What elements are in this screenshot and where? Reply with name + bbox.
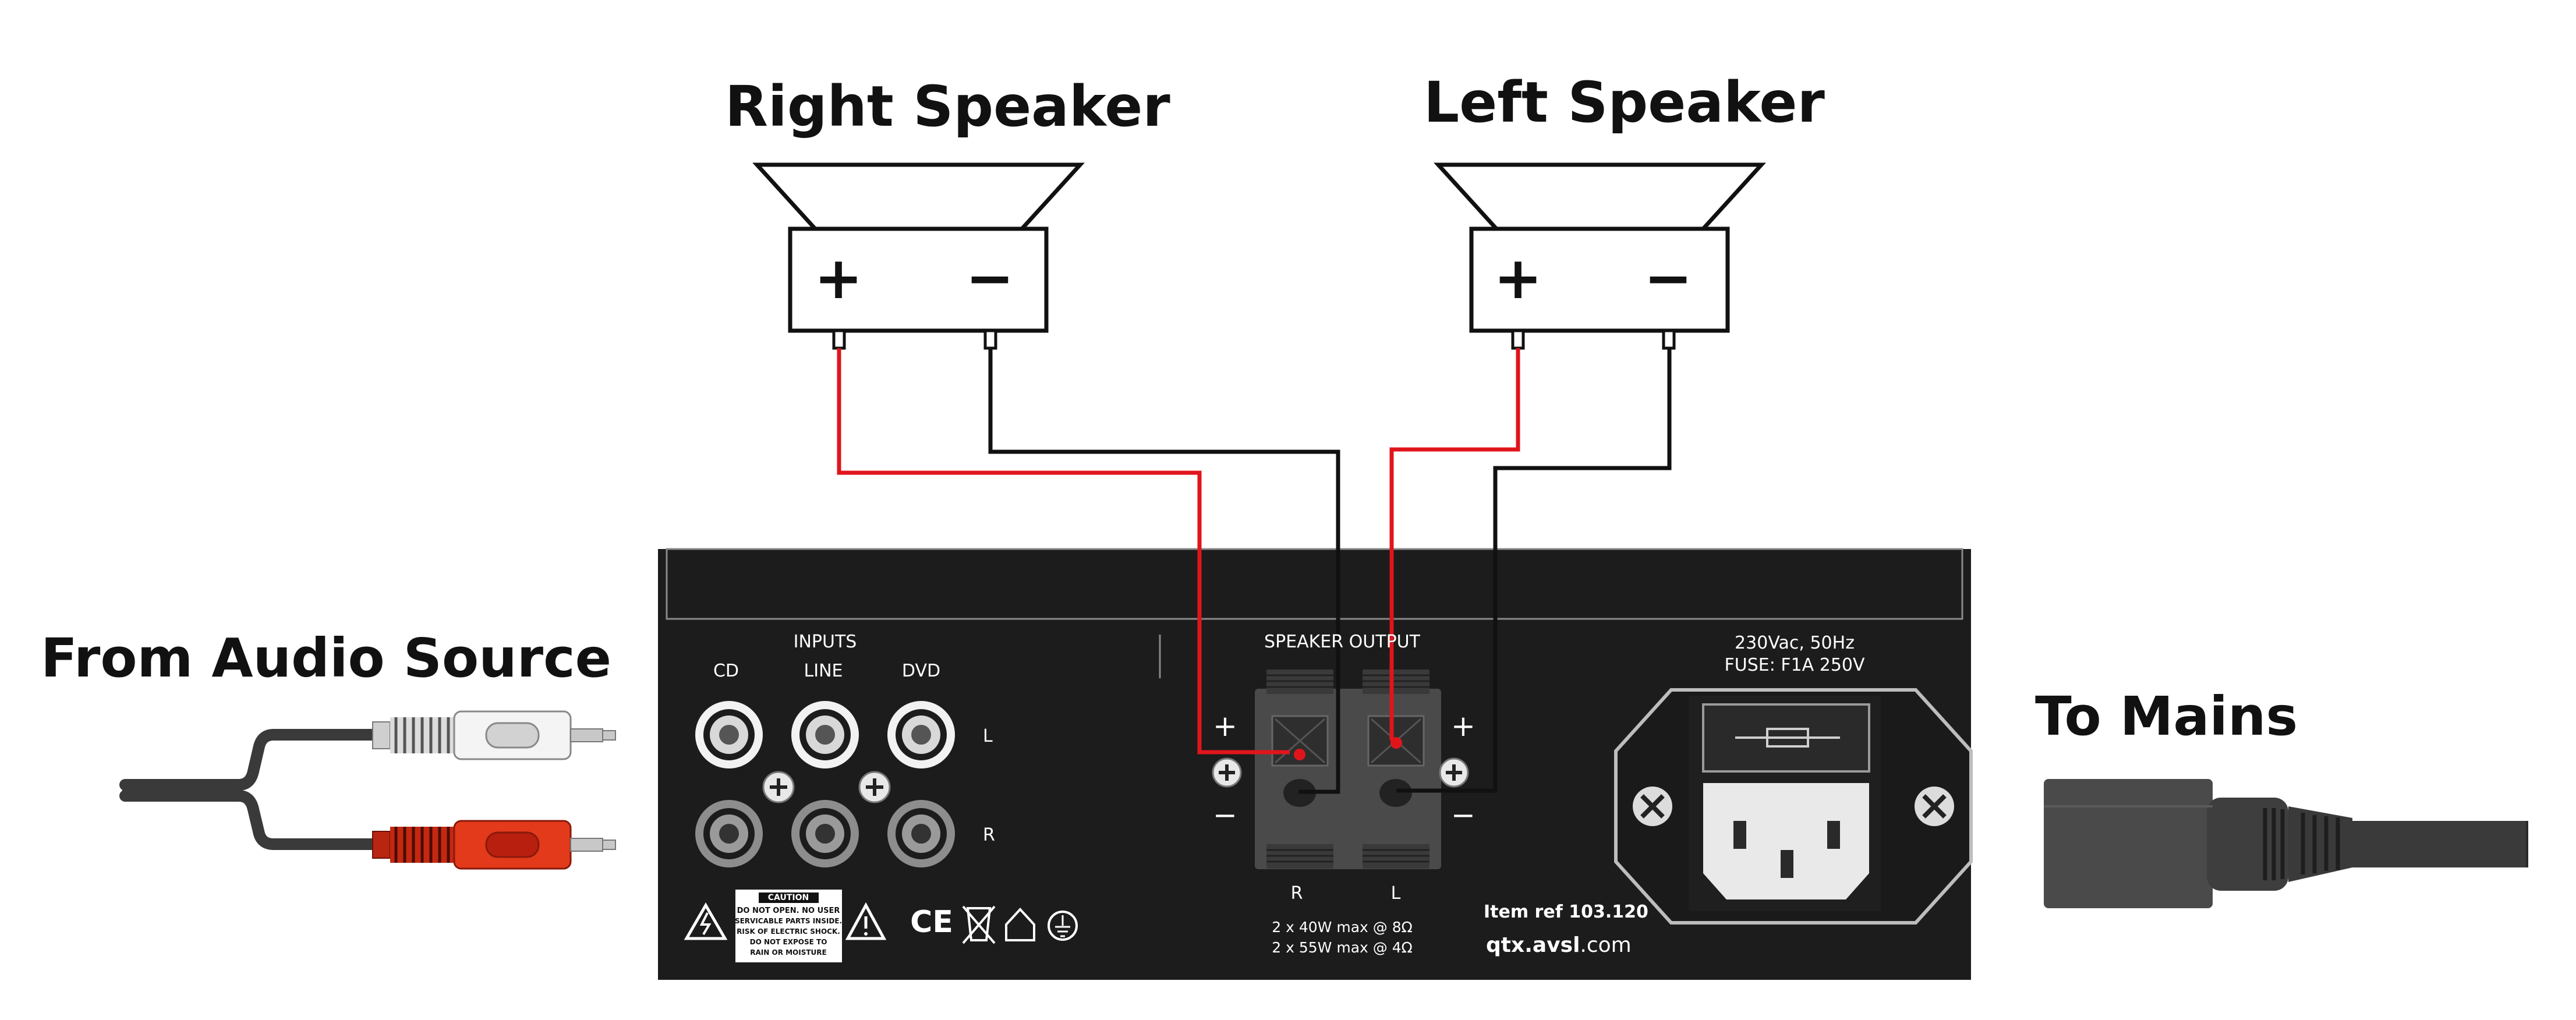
caution-line-2: SERVICABLE PARTS INSIDE.	[734, 917, 843, 925]
website: qtx.avsl.com	[1486, 935, 1632, 956]
caution-line-1: DO NOT OPEN. NO USER	[737, 906, 840, 915]
input-dvd-label: DVD	[901, 661, 941, 681]
inputs-title: INPUTS	[793, 632, 857, 652]
left-speaker-plus: +	[1494, 244, 1542, 312]
caution-label	[735, 890, 842, 962]
to-mains-label: To Mains	[2035, 685, 2298, 748]
speaker-output-title: SPEAKER OUTPUT	[1264, 632, 1420, 652]
left-speaker-minus: −	[1644, 244, 1693, 312]
right-speaker-label: Right Speaker	[725, 74, 1170, 139]
speaker-wires	[837, 348, 1672, 794]
from-audio-source-label: From Audio Source	[41, 627, 612, 689]
fuse-icon	[1702, 703, 1870, 773]
ce-mark: CE	[910, 905, 953, 940]
input-cd-label: CD	[713, 661, 739, 681]
right-speaker-icon	[752, 162, 1085, 350]
left-speaker-label: Left Speaker	[1424, 70, 1825, 135]
input-line-label: LINE	[804, 661, 843, 681]
item-ref: Item ref 103.120	[1484, 902, 1648, 922]
right-positive-wire	[837, 348, 1290, 755]
output-left-plus: +	[1451, 709, 1475, 743]
website-domain: qtx.avsl	[1486, 933, 1580, 957]
right-negative-wire	[988, 348, 1340, 794]
output-right-minus: −	[1213, 798, 1237, 832]
rca-socket-icon[interactable]	[695, 701, 955, 867]
caution-line-5: RAIN OR MOISTURE	[750, 948, 827, 957]
output-left-minus: −	[1451, 798, 1475, 832]
power-rating-4ohm: 2 x 55W max @ 4Ω	[1272, 939, 1413, 956]
mains-plug-icon	[2044, 779, 2528, 908]
ground-screw-icon	[1212, 757, 1469, 788]
warning-triangle-icon	[845, 902, 887, 940]
warning-triangle-icon	[684, 902, 728, 940]
output-l-label: L	[1390, 883, 1401, 904]
output-right-plus: +	[1213, 709, 1237, 743]
caution-line-4: DO NOT EXPOSE TO	[749, 938, 827, 946]
caution-title: CAUTION	[767, 893, 809, 902]
rca-cable-icon	[119, 710, 616, 870]
iec-socket-icon[interactable]	[1614, 688, 1973, 925]
right-speaker-minus: −	[965, 244, 1014, 312]
left-negative-wire	[1396, 348, 1672, 793]
earth-ground-icon	[1048, 911, 1078, 941]
left-speaker-icon	[1434, 162, 1766, 350]
channel-r-label: R	[983, 825, 995, 845]
ground-screw-icon	[762, 771, 891, 803]
fuse-spec: FUSE: F1A 250V	[1724, 655, 1865, 675]
caution-line-3: RISK OF ELECTRIC SHOCK.	[737, 927, 840, 936]
left-positive-wire	[1389, 348, 1520, 741]
weee-bin-icon	[962, 905, 996, 944]
speaker-output-terminals[interactable]	[1255, 670, 1441, 869]
website-tld: .com	[1580, 933, 1632, 957]
house-icon	[1005, 908, 1035, 941]
mains-spec: 230Vac, 50Hz	[1735, 633, 1855, 653]
right-speaker-plus: +	[814, 244, 863, 312]
power-rating-8ohm: 2 x 40W max @ 8Ω	[1272, 919, 1413, 936]
output-r-label: R	[1290, 883, 1303, 904]
channel-l-label: L	[983, 726, 993, 746]
